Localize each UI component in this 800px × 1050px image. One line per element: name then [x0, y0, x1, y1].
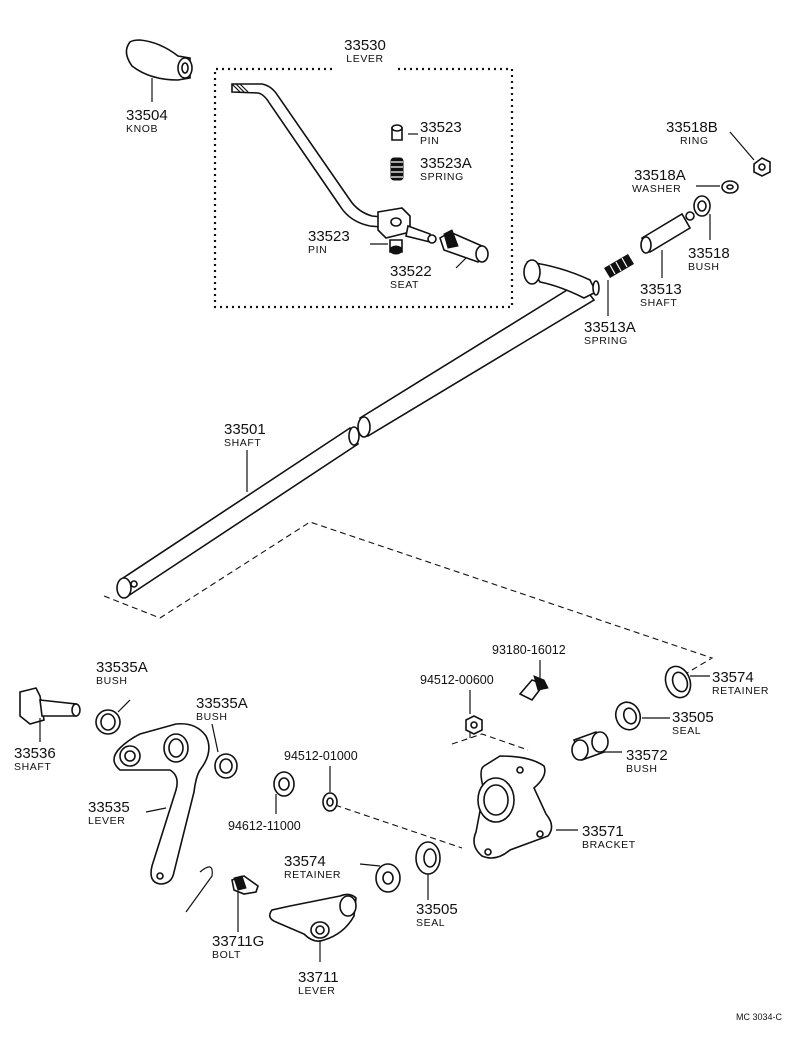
label-33574-lower-name: RETAINER	[284, 869, 341, 881]
label-33574-lower-number: 33574	[284, 853, 326, 870]
pin-33523	[391, 124, 418, 141]
shaft-33513	[640, 211, 695, 278]
pin-33523-lower	[370, 239, 403, 255]
label-33574-upper-number: 33574	[712, 669, 754, 686]
label-94512-01000: 94512-01000	[284, 749, 358, 763]
washer-94612-11000	[273, 771, 295, 814]
label-33501-name: SHAFT	[224, 437, 261, 449]
shaft-33536	[19, 687, 81, 742]
label-33522-name: SEAT	[390, 279, 419, 291]
main-shaft-33501	[116, 259, 600, 599]
label-33523-lower-name: PIN	[308, 244, 327, 256]
label-33711g-name: BOLT	[212, 949, 241, 961]
label-33504-number: 33504	[126, 107, 168, 124]
label-33523a-number: 33523A	[420, 155, 472, 172]
label-33535a-left-name: BUSH	[96, 675, 128, 687]
bush-33518	[693, 195, 711, 240]
label-94612-11000: 94612-11000	[228, 819, 301, 833]
label-33513-number: 33513	[640, 281, 682, 298]
figure-reference: MC 3034-C	[736, 1012, 783, 1022]
label-33535a-right-number: 33535A	[196, 695, 248, 712]
label-33572-number: 33572	[626, 747, 668, 764]
label-33505-lower-name: SEAL	[416, 917, 445, 929]
label-33530-name: LEVER	[346, 53, 383, 65]
bush-33572	[571, 730, 622, 762]
label-33523a-name: SPRING	[420, 171, 464, 183]
label-33535-name: LEVER	[88, 815, 125, 827]
retainer-33574-lower	[359, 863, 401, 893]
label-33536-name: SHAFT	[14, 761, 51, 773]
label-93180-16012: 93180-16012	[492, 643, 566, 657]
label-33504-name: KNOB	[126, 123, 158, 135]
label-33505-upper-number: 33505	[672, 709, 714, 726]
label-33518a-name: WASHER	[632, 183, 681, 195]
label-33513a-number: 33513A	[584, 319, 636, 336]
lever-33535	[113, 722, 210, 885]
assembly-reference-lines	[103, 521, 714, 849]
label-33518-number: 33518	[688, 245, 730, 262]
spring-33513a	[604, 254, 634, 316]
seal-33505-upper	[614, 701, 670, 731]
label-33530-number: 33530	[344, 37, 386, 54]
nut-94512-01000	[322, 766, 338, 812]
label-33523-number: 33523	[420, 119, 462, 136]
bolt-33711g	[231, 875, 259, 932]
part-labels: 33530 LEVER 33504 KNOB 33523 PIN 33523A …	[14, 37, 783, 1022]
bracket-33571	[473, 755, 578, 859]
label-33711-name: LEVER	[298, 985, 335, 997]
label-33522-number: 33522	[390, 263, 432, 280]
label-94512-00600: 94512-00600	[420, 673, 494, 687]
label-33535-number: 33535	[88, 799, 130, 816]
label-33518b-number: 33518B	[666, 119, 718, 136]
label-33711-number: 33711	[298, 969, 339, 986]
label-33505-lower-number: 33505	[416, 901, 458, 918]
label-33572-name: BUSH	[626, 763, 658, 775]
label-33523-lower-number: 33523	[308, 228, 350, 245]
label-33518a-number: 33518A	[634, 167, 686, 184]
bush-33535a-right	[211, 723, 238, 779]
label-33501-number: 33501	[224, 421, 266, 438]
label-33505-upper-name: SEAL	[672, 725, 701, 737]
label-33518-name: BUSH	[688, 261, 720, 273]
washer-33518a	[696, 180, 739, 194]
nut-94512-00600	[465, 690, 483, 735]
label-33535a-right-name: BUSH	[196, 711, 228, 723]
bush-33535a-left	[95, 699, 131, 735]
label-33536-number: 33536	[14, 745, 56, 762]
lever-rod-33530	[231, 83, 437, 244]
label-33513-name: SHAFT	[640, 297, 677, 309]
seal-33505-lower	[415, 841, 441, 900]
label-33518b-name: RING	[680, 135, 709, 147]
spring-33523a	[390, 157, 404, 181]
label-33571-name: BRACKET	[582, 839, 636, 851]
lever-33711	[268, 893, 357, 962]
bolt-93180-16012	[518, 660, 549, 702]
spring-clip	[185, 866, 213, 913]
seat-33522	[439, 229, 489, 269]
lever-subassembly-box	[213, 67, 514, 309]
ring-33518b	[729, 131, 771, 177]
label-33535a-left-number: 33535A	[96, 659, 148, 676]
label-33523-name: PIN	[420, 135, 439, 147]
label-33571-number: 33571	[582, 823, 624, 840]
label-33513a-name: SPRING	[584, 335, 628, 347]
label-33711g-number: 33711G	[212, 933, 264, 950]
retainer-33574-upper	[664, 665, 710, 699]
label-33574-upper-name: RETAINER	[712, 685, 769, 697]
knob-33504	[125, 39, 193, 102]
